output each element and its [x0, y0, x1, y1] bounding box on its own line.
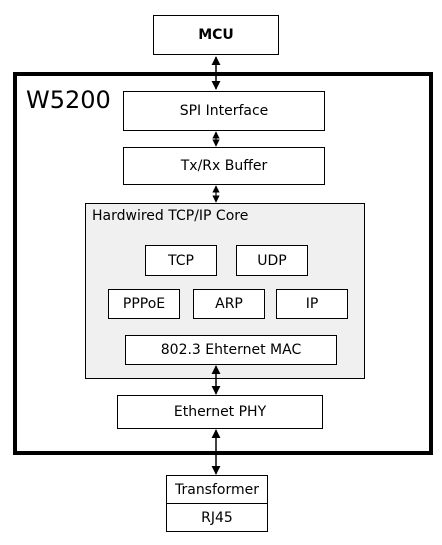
w5200-chip-boundary [13, 72, 433, 455]
ethernet-phy-box: Ethernet PHY [117, 395, 323, 429]
core-title: Hardwired TCP/IP Core [92, 208, 249, 224]
arp-box: ARP [193, 289, 265, 319]
ethernet-mac-box: 802.3 Ehternet MAC [125, 335, 337, 365]
txrx-buffer-box: Tx/Rx Buffer [123, 147, 325, 185]
tcp-box: TCP [145, 245, 217, 276]
ip-box: IP [276, 289, 348, 319]
udp-box: UDP [236, 245, 308, 276]
transformer-box: Transformer [166, 475, 268, 504]
rj45-box: RJ45 [166, 503, 268, 532]
spi-interface-box: SPI Interface [123, 91, 325, 131]
chip-label: W5200 [26, 86, 111, 114]
mcu-box: MCU [153, 15, 279, 55]
pppoe-box: PPPoE [108, 289, 180, 319]
